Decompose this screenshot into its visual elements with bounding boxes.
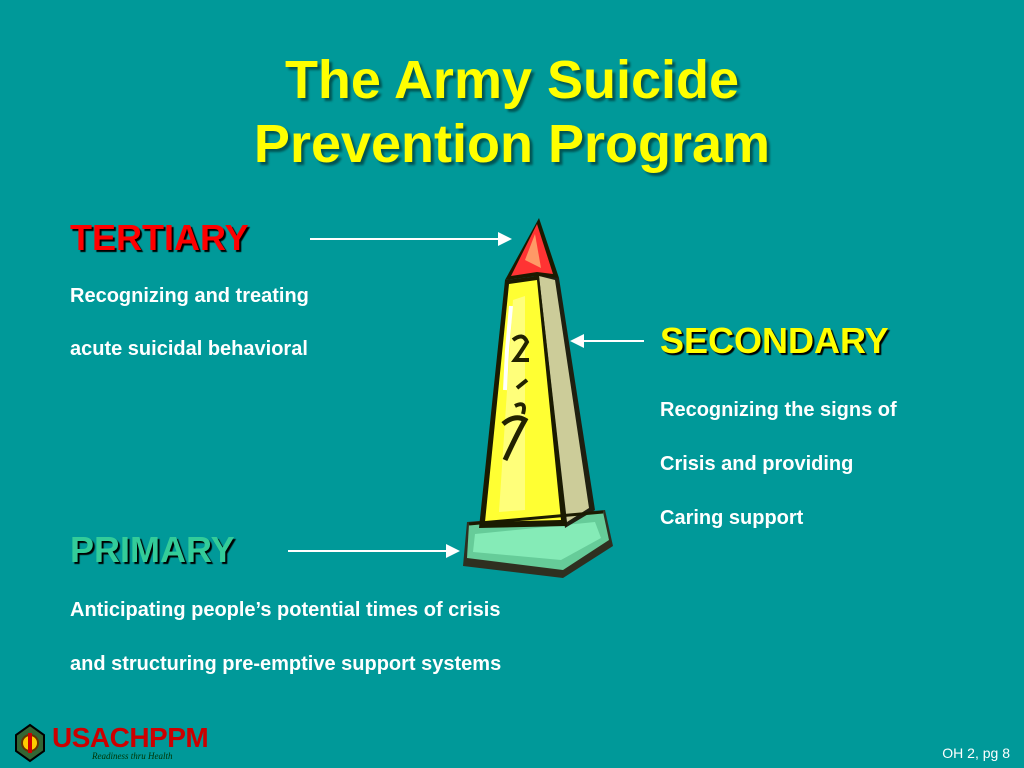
primary-line1: Anticipating people’s potential times of… bbox=[70, 599, 501, 621]
secondary-line1: Recognizing the signs of bbox=[660, 399, 897, 421]
usachppm-emblem-icon bbox=[15, 723, 45, 763]
secondary-arrow bbox=[570, 334, 644, 348]
primary-line2: and structuring pre-emptive support syst… bbox=[70, 653, 502, 675]
tertiary-line2: acute suicidal behavioral bbox=[70, 338, 308, 360]
primary-heading: PRIMARY bbox=[70, 529, 235, 570]
usachppm-logo: USACHPPM Readiness thru Health bbox=[12, 723, 242, 765]
slide-title: The Army Suicide Prevention Program bbox=[0, 48, 1024, 176]
slide-title-line2: Prevention Program bbox=[253, 114, 771, 174]
primary-arrow bbox=[288, 544, 460, 558]
page-reference: OH 2, pg 8 bbox=[942, 745, 1010, 761]
secondary-line2: Crisis and providing bbox=[660, 453, 854, 475]
tertiary-arrow bbox=[310, 232, 512, 246]
secondary-line3: Caring support bbox=[660, 507, 804, 529]
tertiary-line1: Recognizing and treating bbox=[70, 285, 309, 307]
tertiary-heading: TERTIARY bbox=[70, 217, 249, 258]
logo-tagline: Readiness thru Health bbox=[92, 751, 173, 761]
slide-title-line1: The Army Suicide bbox=[284, 50, 740, 110]
secondary-heading: SECONDARY bbox=[660, 320, 889, 361]
monument-obelisk-icon bbox=[463, 218, 613, 578]
logo-text: USACHPPM bbox=[52, 722, 209, 753]
